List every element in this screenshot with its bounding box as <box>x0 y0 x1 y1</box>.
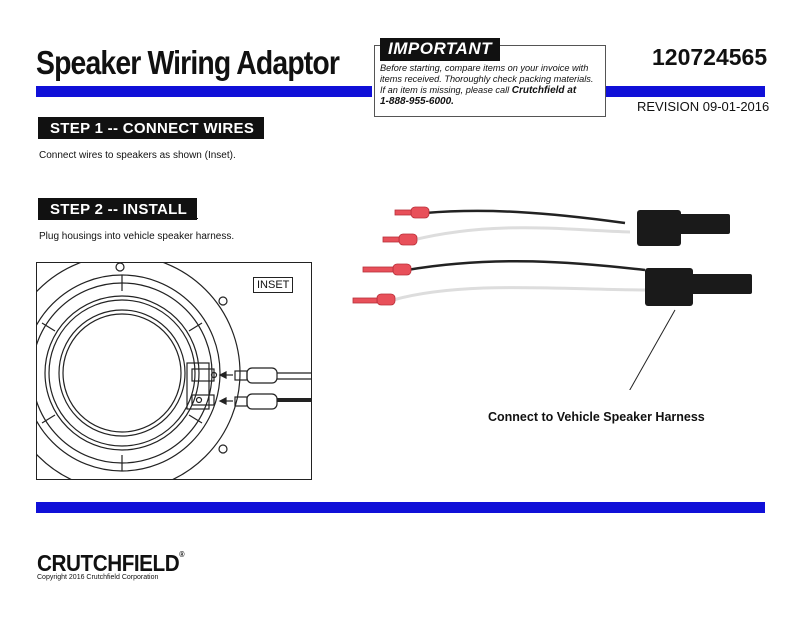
step-1-heading: STEP 1 -- CONNECT WIRES <box>38 117 265 139</box>
speaker-surround <box>44 295 200 451</box>
red-terminal-4 <box>376 293 396 306</box>
step-2-text: Plug housings into vehicle speaker harne… <box>39 231 235 242</box>
white-wire-upper <box>412 226 631 242</box>
leader-line <box>622 309 676 403</box>
important-text: Before starting, compare items on your i… <box>380 63 602 107</box>
crutchfield-logo: CRUTCHFIELD® <box>37 550 185 576</box>
step-2-rule <box>38 218 198 219</box>
part-number: 120724565 <box>652 44 768 70</box>
photo-caption: Connect to Vehicle Speaker Harness <box>488 410 705 424</box>
header-bar-right <box>604 86 765 97</box>
spade-connector-positive <box>246 367 278 384</box>
terminal-positive <box>191 368 215 382</box>
terminal-negative <box>191 394 215 406</box>
step-2-heading: STEP 2 -- INSTALL <box>38 198 198 220</box>
mounting-hole-icon <box>218 444 228 454</box>
speaker-cone <box>58 309 186 437</box>
step-1-rule <box>38 137 260 138</box>
footer-bar <box>36 502 765 513</box>
important-line-2: items received. Thoroughly check packing… <box>380 74 594 84</box>
connector-housing-lower <box>645 268 693 306</box>
header-bar-left <box>36 86 372 97</box>
important-line-3: If an item is missing, please call Crutc… <box>380 85 577 96</box>
red-terminal-1 <box>410 206 430 219</box>
white-wire-lower <box>392 286 651 302</box>
red-terminal-2 <box>398 233 418 246</box>
inset-label: INSET <box>253 277 294 293</box>
page-title: Speaker Wiring Adaptor <box>36 44 340 81</box>
product-photo <box>345 150 765 403</box>
inset-diagram: INSET <box>36 262 312 480</box>
wiring-harness-illustration <box>352 206 752 403</box>
speaker-drawing <box>37 263 311 479</box>
revision-date: REVISION 09-01-2016 <box>637 99 770 114</box>
important-line-4: 1-888-955-6000. <box>380 96 454 107</box>
speaker-outer-ring <box>37 263 241 479</box>
mounting-hole-icon <box>218 296 228 306</box>
spade-connector-negative <box>246 393 278 410</box>
red-terminal-3 <box>392 263 412 276</box>
step-1-text: Connect wires to speakers as shown (Inse… <box>39 150 236 161</box>
mounting-hole-icon <box>115 263 125 272</box>
black-wire-upper <box>424 209 626 225</box>
connector-housing-upper <box>637 210 681 246</box>
important-line-1: Before starting, compare items on your i… <box>380 63 589 73</box>
copyright: Copyright 2016 Crutchfield Corporation <box>37 574 159 581</box>
black-wire-lower <box>406 259 646 272</box>
important-tag: IMPORTANT <box>380 38 500 61</box>
